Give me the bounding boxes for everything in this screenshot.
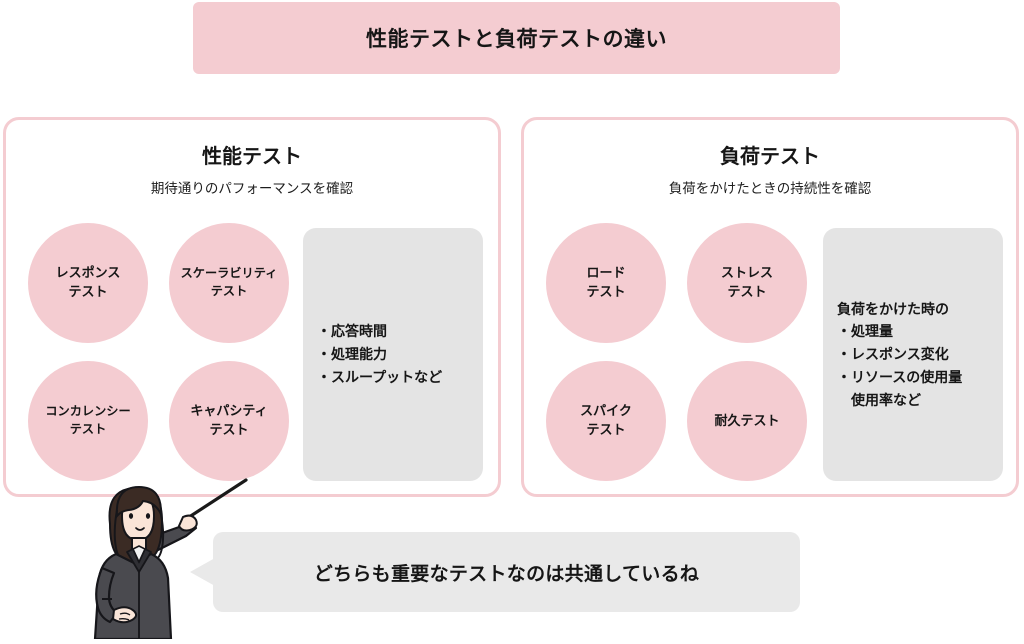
panel-performance-test: 性能テスト 期待通りのパフォーマンスを確認 レスポンス テスト スケーラビリティ… bbox=[3, 117, 501, 497]
circle-response-test[interactable]: レスポンス テスト bbox=[28, 223, 148, 343]
circle-scalability-test[interactable]: スケーラビリティ テスト bbox=[169, 223, 289, 343]
speech-bubble: どちらも重要なテストなのは共通しているね bbox=[213, 532, 800, 612]
panel-performance-subtitle: 期待通りのパフォーマンスを確認 bbox=[150, 181, 354, 196]
metric-line: ・応答時間 bbox=[317, 323, 387, 340]
circle-endurance-test[interactable]: 耐久テスト bbox=[687, 361, 807, 481]
panel-load-test: 負荷テスト 負荷をかけたときの持続性を確認 ロード テスト ストレス テスト ス… bbox=[521, 117, 1019, 497]
circle-load-test[interactable]: ロード テスト bbox=[546, 223, 666, 343]
speech-bubble-text: どちらも重要なテストなのは共通しているね bbox=[313, 563, 700, 585]
panel-load-subtitle: 負荷をかけたときの持続性を確認 bbox=[668, 181, 872, 196]
performance-metrics-box: ・応答時間 ・処理能力 ・スループットなど bbox=[303, 228, 483, 481]
page-title: 性能テストと負荷テストの違い bbox=[366, 28, 667, 51]
circle-capacity-test[interactable]: キャパシティ テスト bbox=[169, 361, 289, 481]
page-title-banner: 性能テストと負荷テストの違い bbox=[193, 2, 840, 74]
metric-line: 使用率など bbox=[851, 391, 921, 408]
circle-stress-test[interactable]: ストレス テスト bbox=[687, 223, 807, 343]
metric-line: ・スループットなど bbox=[317, 368, 443, 385]
metric-line: 負荷をかけた時の bbox=[837, 300, 949, 317]
circle-spike-test[interactable]: スパイク テスト bbox=[546, 361, 666, 481]
metric-line: ・リソースの使用量 bbox=[837, 368, 963, 385]
panel-performance-title: 性能テスト bbox=[202, 146, 302, 168]
metric-line: ・処理能力 bbox=[317, 346, 387, 363]
metric-line: ・処理量 bbox=[837, 323, 893, 340]
circle-concurrency-test[interactable]: コンカレンシー テスト bbox=[28, 361, 148, 481]
speech-bubble-tail bbox=[190, 558, 215, 586]
load-metrics-box: 負荷をかけた時の ・処理量 ・レスポンス変化 ・リソースの使用量 使用率など bbox=[823, 228, 1003, 481]
presenter-character-illustration bbox=[86, 476, 266, 641]
panel-load-title: 負荷テスト bbox=[720, 146, 820, 168]
metric-line: ・レスポンス変化 bbox=[837, 346, 949, 363]
